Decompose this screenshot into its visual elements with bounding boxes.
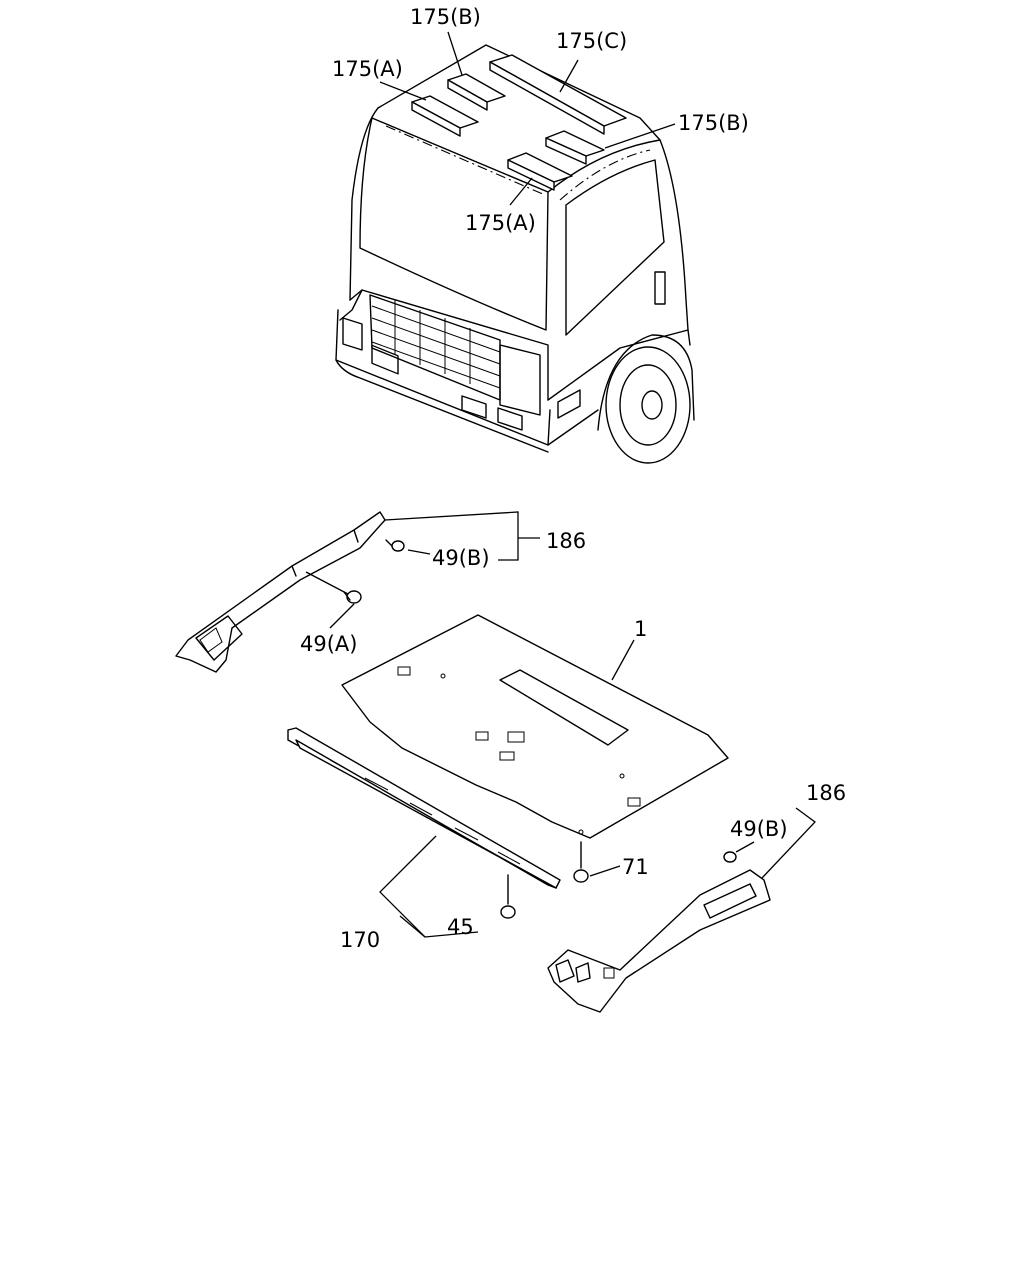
label-71: 71 [622, 855, 649, 879]
clip-49b-left [385, 539, 405, 552]
label-49b-top: 49(B) [432, 546, 490, 570]
label-175a-left: 175(A) [332, 57, 403, 81]
label-186-top: 186 [546, 529, 586, 553]
clip-71 [573, 841, 589, 883]
left-pillar-trim [175, 511, 386, 673]
right-pillar-trim [547, 869, 771, 1013]
label-186-right: 186 [806, 781, 846, 805]
label-170: 170 [340, 928, 380, 952]
label-1: 1 [634, 617, 647, 641]
clip-49a [343, 590, 362, 604]
front-header-trim [287, 727, 561, 889]
label-49a: 49(A) [300, 632, 357, 656]
headlining-panel [341, 614, 729, 839]
label-175a-bottom: 175(A) [465, 211, 536, 235]
label-49b-right: 49(B) [730, 817, 788, 841]
label-45: 45 [447, 915, 474, 939]
label-175b-top: 175(B) [410, 5, 481, 29]
label-175b-right: 175(B) [678, 111, 749, 135]
label-175c: 175(C) [556, 29, 627, 53]
screw-45 [500, 874, 516, 919]
clip-49b-right [723, 851, 737, 863]
truck-cab-illustration [335, 44, 695, 464]
